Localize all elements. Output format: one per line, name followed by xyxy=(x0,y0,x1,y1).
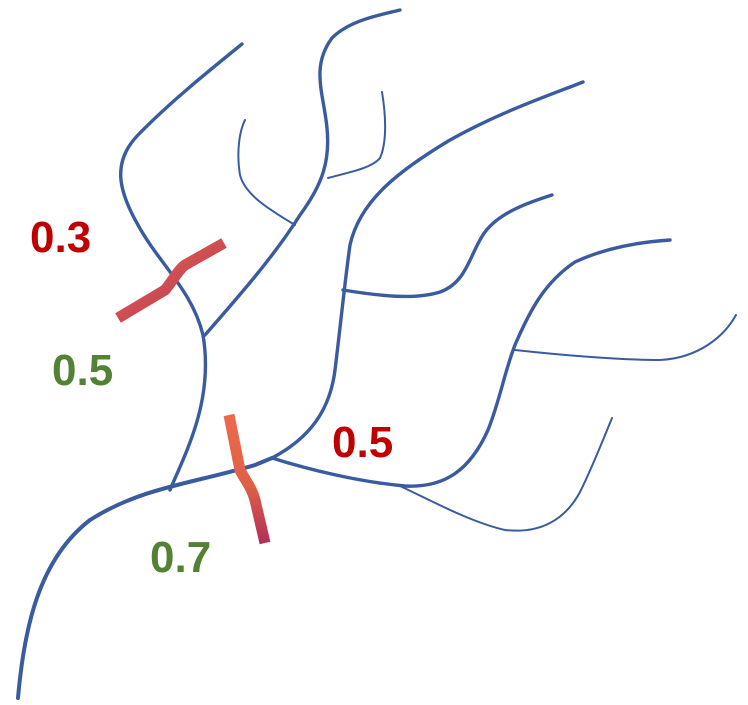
thin-branch-upper-left xyxy=(237,119,296,226)
main-channel xyxy=(16,456,274,700)
right-tributary xyxy=(270,80,585,460)
river-network xyxy=(16,8,737,700)
label-upper-left-green: 0.5 xyxy=(52,346,113,395)
measurement-marker-upper xyxy=(115,238,227,323)
label-lower-right-red: 0.5 xyxy=(332,418,393,467)
right-tributary-side-branch xyxy=(341,193,554,299)
thin-branch-top-center xyxy=(327,91,387,179)
label-upper-left-red: 0.3 xyxy=(30,213,91,262)
middle-tributary xyxy=(203,8,402,337)
lower-right-channel xyxy=(270,238,672,488)
thin-branch-bottom-right xyxy=(399,417,613,532)
thin-branch-far-right xyxy=(514,314,737,361)
label-lower-left-green: 0.7 xyxy=(150,533,211,582)
measurement-marker-lower xyxy=(223,413,271,545)
left-tributary xyxy=(118,42,244,492)
